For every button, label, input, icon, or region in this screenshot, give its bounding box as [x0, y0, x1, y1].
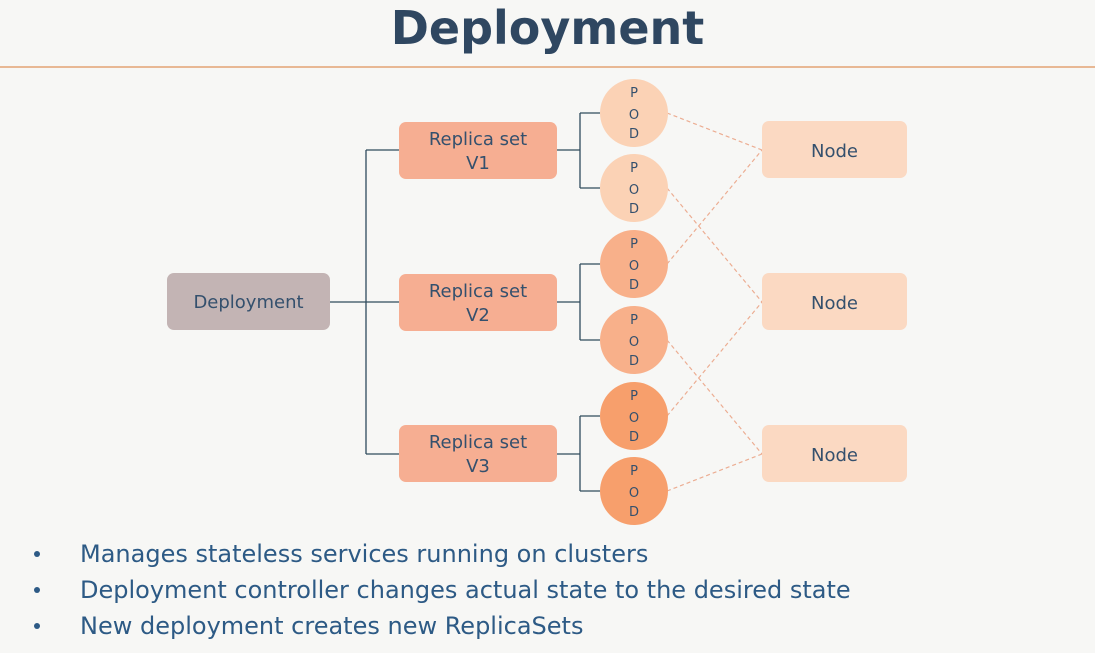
link-pod6-node3 [666, 453, 763, 492]
replica-set-v3-version: V3 [466, 456, 490, 477]
pod-node-links [666, 112, 763, 492]
node-2-shape [762, 273, 907, 330]
pod-4-letter-o: O [629, 335, 639, 350]
node-1-shape [762, 121, 907, 178]
node-3: Node [762, 425, 907, 482]
pod-3-letter-p: P [630, 237, 638, 252]
bullet-text: Deployment controller changes actual sta… [80, 576, 851, 604]
node-1: Node [762, 121, 907, 178]
replica-set-v2-version: V2 [466, 305, 490, 326]
bullet-item: Manages stateless services running on cl… [28, 536, 851, 572]
node-3-shape [762, 425, 907, 482]
link-pod2-node2 [666, 187, 763, 303]
replica-set-v3: Replica set V3 [399, 425, 557, 482]
node-3-label: Node [811, 445, 858, 466]
replica-set-v2-title: Replica set [429, 281, 527, 302]
title-divider [0, 66, 1095, 68]
pod-5-letter-d: D [629, 430, 639, 445]
pod-2-letter-d: D [629, 202, 639, 217]
replica-set-v3-title: Replica set [429, 432, 527, 453]
pod-1: P O D [600, 79, 668, 147]
pod-4-circle [600, 306, 668, 374]
pod-5-circle [600, 382, 668, 450]
pod-3-circle [600, 230, 668, 298]
link-pod4-node3 [666, 339, 763, 455]
deployment-box: Deployment [167, 273, 330, 330]
pod-2-letter-p: P [630, 161, 638, 176]
pod-1-circle [600, 79, 668, 147]
pod-1-letter-o: O [629, 108, 639, 123]
pod-2-letter-o: O [629, 183, 639, 198]
deployment-box-shape [167, 273, 330, 330]
pod-6-letter-o: O [629, 486, 639, 501]
pod-6-circle [600, 457, 668, 525]
node-2-label: Node [811, 293, 858, 314]
pod-4-letter-d: D [629, 354, 639, 369]
pod-2-circle [600, 154, 668, 222]
bullet-item: Deployment controller changes actual sta… [28, 572, 851, 608]
link-pod5-node2 [666, 301, 763, 417]
link-pod1-node1 [666, 112, 763, 151]
bullet-list: Manages stateless services running on cl… [28, 536, 851, 644]
bullet-text: Manages stateless services running on cl… [80, 540, 649, 568]
replica-set-v1-version: V1 [466, 153, 490, 174]
replica-set-v1: Replica set V1 [399, 122, 557, 179]
pod-6: P O D [600, 457, 668, 525]
bullet-text: New deployment creates new ReplicaSets [80, 612, 584, 640]
bullet-item: New deployment creates new ReplicaSets [28, 608, 851, 644]
bullet-dot [34, 551, 40, 557]
pod-4: P O D [600, 306, 668, 374]
bullet-dot [34, 623, 40, 629]
pod-4-letter-p: P [630, 313, 638, 328]
replica-set-v2-shape [399, 274, 557, 331]
pod-3-letter-o: O [629, 259, 639, 274]
tree-connectors [330, 112, 600, 492]
node-1-label: Node [811, 141, 858, 162]
slide-title: Deployment [390, 1, 705, 55]
pod-3: P O D [600, 230, 668, 298]
replica-set-v1-shape [399, 122, 557, 179]
pod-6-letter-p: P [630, 464, 638, 479]
replica-set-v2: Replica set V2 [399, 274, 557, 331]
pod-5-letter-p: P [630, 389, 638, 404]
replica-set-v1-title: Replica set [429, 129, 527, 150]
pod-3-letter-d: D [629, 278, 639, 293]
pod-1-letter-p: P [630, 86, 638, 101]
pod-5-letter-o: O [629, 411, 639, 426]
pod-5: P O D [600, 382, 668, 450]
pod-1-letter-d: D [629, 127, 639, 142]
link-pod3-node1 [666, 149, 763, 265]
deployment-box-label: Deployment [193, 292, 303, 313]
pod-2: P O D [600, 154, 668, 222]
replica-set-v3-shape [399, 425, 557, 482]
pod-6-letter-d: D [629, 505, 639, 520]
node-2: Node [762, 273, 907, 330]
bullet-dot [34, 587, 40, 593]
